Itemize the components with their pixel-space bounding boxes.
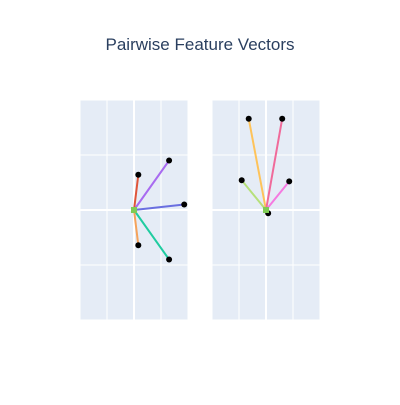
- left-origin-marker: [131, 207, 137, 213]
- left-vector-endpoint-1: [135, 171, 142, 178]
- panel-left: [79, 99, 189, 321]
- left-vector-endpoint-4: [166, 256, 173, 263]
- right-vector-line-1: [247, 117, 267, 211]
- right-vector-endpoint-2: [279, 115, 286, 122]
- right-vector-line-4: [265, 180, 291, 211]
- left-vector-endpoint-3: [181, 201, 188, 208]
- right-vector-endpoint-4: [286, 178, 293, 185]
- right-vector-endpoint-1: [245, 115, 252, 122]
- left-vector-endpoint-5: [135, 242, 142, 249]
- right-origin-marker: [263, 207, 269, 213]
- left-vector-line-1: [133, 173, 140, 211]
- chart-title: Pairwise Feature Vectors: [106, 35, 295, 54]
- left-vector-line-4: [133, 209, 171, 261]
- panel-right: [211, 99, 321, 321]
- left-vector-endpoint-2: [166, 157, 173, 164]
- right-vector-line-3: [240, 179, 267, 211]
- left-vector-line-3: [133, 203, 186, 211]
- left-vector-line-2: [133, 159, 171, 211]
- left-vector-line-5: [133, 209, 140, 247]
- right-vector-line-2: [265, 117, 284, 211]
- right-vector-endpoint-3: [238, 177, 245, 184]
